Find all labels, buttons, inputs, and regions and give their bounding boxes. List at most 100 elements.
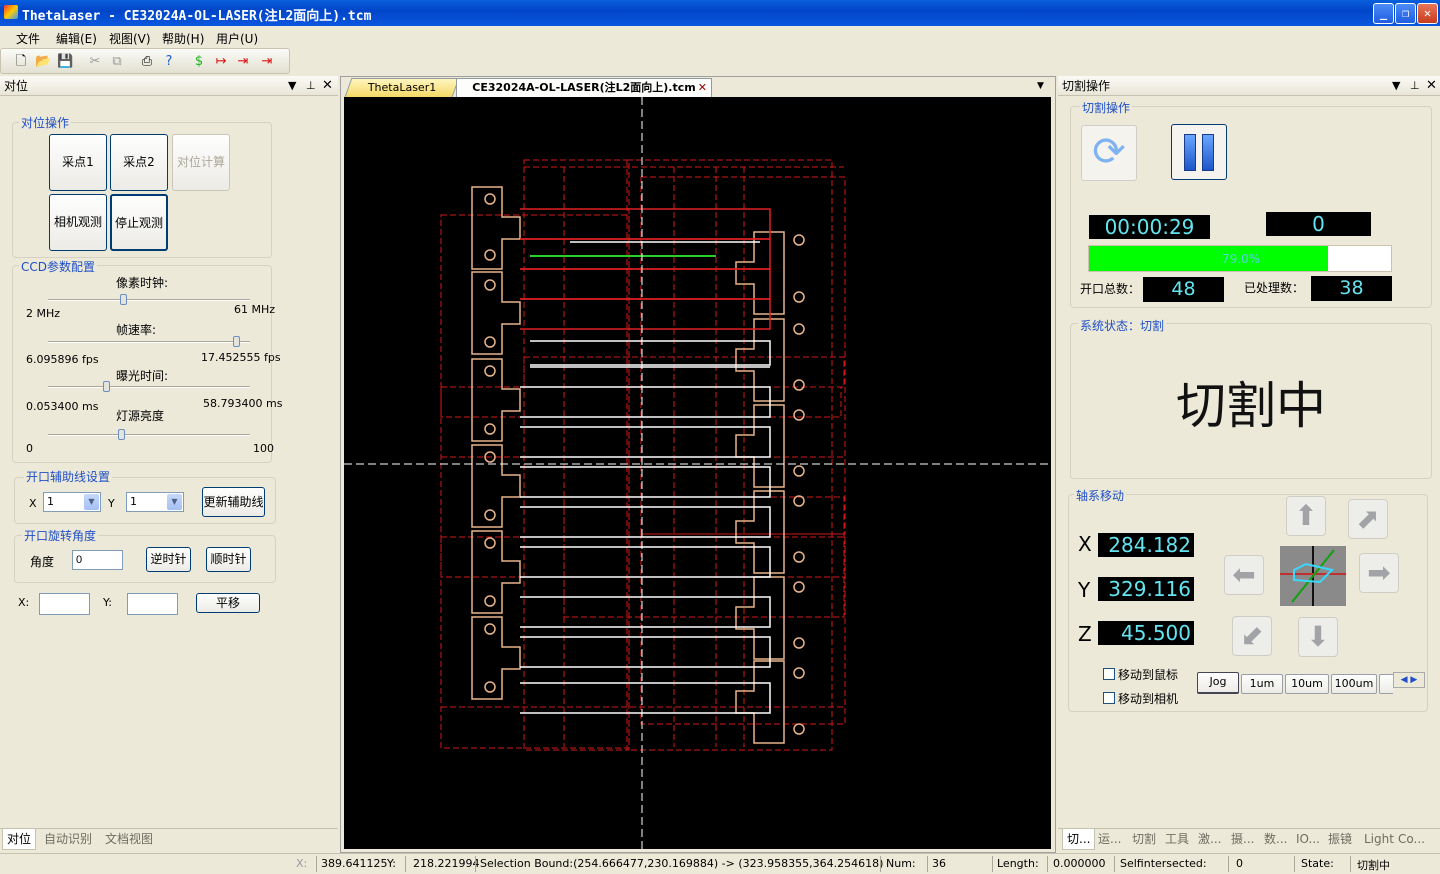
maximize-button[interactable]: ❐ — [1395, 3, 1416, 24]
frame-rate-thumb[interactable] — [233, 336, 240, 347]
menu-edit[interactable]: 编辑(E) — [56, 32, 97, 46]
tab-auto-detect[interactable]: 自动识别 — [44, 832, 93, 846]
align-compute-button[interactable]: 对位计算 — [172, 134, 230, 191]
sb-length-label: Length: — [997, 857, 1039, 870]
pin-icon[interactable]: ⊥ — [306, 79, 316, 92]
chevron-down-icon[interactable]: ▼ — [1037, 81, 1044, 91]
close-button[interactable]: ✕ — [1417, 3, 1438, 24]
minimize-button[interactable]: _ — [1373, 3, 1394, 24]
sb-x-value: 389.641125 — [321, 857, 388, 870]
tab-doc-view[interactable]: 文档视图 — [105, 832, 154, 846]
step-icon[interactable]: $ — [194, 54, 204, 69]
ccd-label: CCD参数配置 — [19, 258, 97, 275]
tab-tool[interactable]: 工具 — [1165, 832, 1190, 846]
arrow-right-icon[interactable]: ➡ — [1359, 553, 1399, 593]
chevron-down-icon[interactable]: ▼ — [288, 79, 297, 92]
frame-rate-slider[interactable] — [48, 336, 250, 347]
move-to-camera-checkbox[interactable] — [1103, 692, 1115, 704]
chevron-down-icon[interactable]: ▼ — [84, 494, 99, 510]
step-1um[interactable]: 1um — [1241, 674, 1283, 694]
tab-cut-short[interactable]: 切... — [1062, 829, 1096, 850]
cw-button[interactable]: 顺时针 — [206, 547, 251, 572]
print-icon[interactable]: ⎙ — [141, 54, 153, 69]
cut-icon[interactable]: ✂ — [89, 54, 101, 69]
menu-user[interactable]: 用户(U) — [216, 32, 259, 46]
new-file-icon[interactable]: 🗋 — [15, 54, 27, 69]
tab-co[interactable]: Co... — [1398, 832, 1425, 846]
scroll-step-arrows[interactable]: ◀ ▶ — [1393, 672, 1425, 688]
translate-y-input[interactable] — [127, 593, 178, 615]
pixel-clock-thumb[interactable] — [120, 294, 127, 305]
arrow-up-right-icon[interactable]: ⬈ — [1348, 499, 1388, 539]
sample-point1-button[interactable]: 采点1 — [49, 134, 107, 191]
exposure-label: 曝光时间: — [116, 369, 169, 383]
step-10um[interactable]: 10um — [1285, 674, 1329, 694]
close-panel-icon[interactable]: ✕ — [322, 78, 333, 93]
cut-canvas[interactable] — [344, 97, 1051, 849]
pixel-clock-slider[interactable] — [48, 294, 250, 305]
angle-input[interactable] — [72, 550, 123, 570]
menu-help[interactable]: 帮助(H) — [162, 32, 205, 46]
tab-align[interactable]: 对位 — [2, 829, 37, 850]
help-icon[interactable]: ? — [165, 54, 173, 69]
arrow-right-icon[interactable]: ↦ — [215, 54, 227, 69]
axis-label: 轴系移动 — [1074, 487, 1127, 504]
total-count: 48 — [1143, 277, 1224, 302]
chevron-down-icon[interactable]: ▼ — [1392, 79, 1401, 92]
tab-light[interactable]: Light — [1364, 832, 1394, 846]
tab-io[interactable]: IO... — [1296, 832, 1320, 846]
tab-cut[interactable]: 切割 — [1132, 832, 1157, 846]
axis-y-label: Y — [1078, 578, 1091, 602]
tab-motion[interactable]: 运... — [1098, 832, 1122, 846]
aux-y-select[interactable]: 1▼ — [126, 492, 184, 512]
tab-galvo[interactable]: 振镜 — [1328, 832, 1353, 846]
axis-center-icon[interactable] — [1280, 546, 1346, 606]
ccw-button[interactable]: 逆时针 — [146, 547, 191, 572]
tab-camera[interactable]: 摄... — [1231, 832, 1255, 846]
menu-bar: 文件 编辑(E) 视图(V) 帮助(H) 用户(U) — [0, 26, 1440, 48]
step-jog[interactable]: Jog — [1197, 672, 1239, 694]
tab-thetalaser1[interactable]: ThetaLaser1 — [344, 78, 460, 97]
translate-button[interactable]: 平移 — [196, 593, 260, 613]
translate-x-input[interactable] — [39, 593, 90, 615]
step-100um[interactable]: 100um — [1331, 674, 1377, 694]
menu-file[interactable]: 文件 — [16, 32, 41, 46]
light-thumb[interactable] — [118, 429, 125, 440]
tab-cutfile[interactable]: CE32024A-OL-LASER(注L2面向上).tcm✕ — [456, 78, 712, 97]
arrow-down-icon[interactable]: ⬇ — [1298, 617, 1338, 657]
pin-icon[interactable]: ⊥ — [1410, 79, 1420, 92]
menu-view[interactable]: 视图(V) — [109, 32, 151, 46]
sample-point2-button[interactable]: 采点2 — [110, 134, 168, 191]
save-icon[interactable]: 💾 — [57, 54, 74, 69]
tab-laser[interactable]: 激... — [1198, 832, 1222, 846]
open-folder-icon[interactable]: 📂 — [35, 54, 52, 69]
copy-icon[interactable]: ⧉ — [112, 54, 122, 69]
aux-x-select[interactable]: 1▼ — [43, 492, 101, 512]
chevron-down-icon[interactable]: ▼ — [167, 494, 182, 510]
light-min: 0 — [26, 442, 33, 455]
light-slider[interactable] — [48, 429, 250, 440]
stop-observe-button[interactable]: 停止观测 — [110, 194, 168, 251]
close-panel-icon[interactable]: ✕ — [1426, 78, 1437, 93]
sb-y-value: 218.221994 — [413, 857, 480, 870]
tab-data[interactable]: 数... — [1264, 832, 1288, 846]
axis-y-value: 329.116 — [1098, 577, 1194, 601]
close-tab-icon[interactable]: ✕ — [697, 81, 707, 94]
sb-separator — [1114, 856, 1115, 872]
arrow-left-icon[interactable]: ⬅ — [1224, 555, 1264, 595]
update-aux-button[interactable]: 更新辅助线 — [202, 487, 265, 517]
arrow-down-left-icon[interactable]: ⬋ — [1232, 616, 1272, 656]
arrow-stop-icon[interactable]: ⇥ — [261, 54, 273, 69]
pause-button[interactable] — [1171, 124, 1227, 180]
sb-state-label: State: — [1301, 857, 1334, 870]
move-to-mouse-checkbox[interactable] — [1103, 668, 1115, 680]
step-1[interactable]: 1 — [1379, 674, 1393, 694]
axis-z-label: Z — [1078, 622, 1092, 646]
camera-observe-button[interactable]: 相机观测 — [49, 194, 107, 251]
arrow-end-icon[interactable]: ⇥ — [237, 54, 249, 69]
cut-progress-text: 79.0% — [1221, 252, 1261, 266]
arrow-up-icon[interactable]: ⬆ — [1286, 496, 1326, 536]
exposure-slider[interactable] — [48, 381, 250, 392]
exposure-thumb[interactable] — [103, 381, 110, 392]
refresh-icon[interactable]: ⟳ — [1081, 125, 1137, 181]
